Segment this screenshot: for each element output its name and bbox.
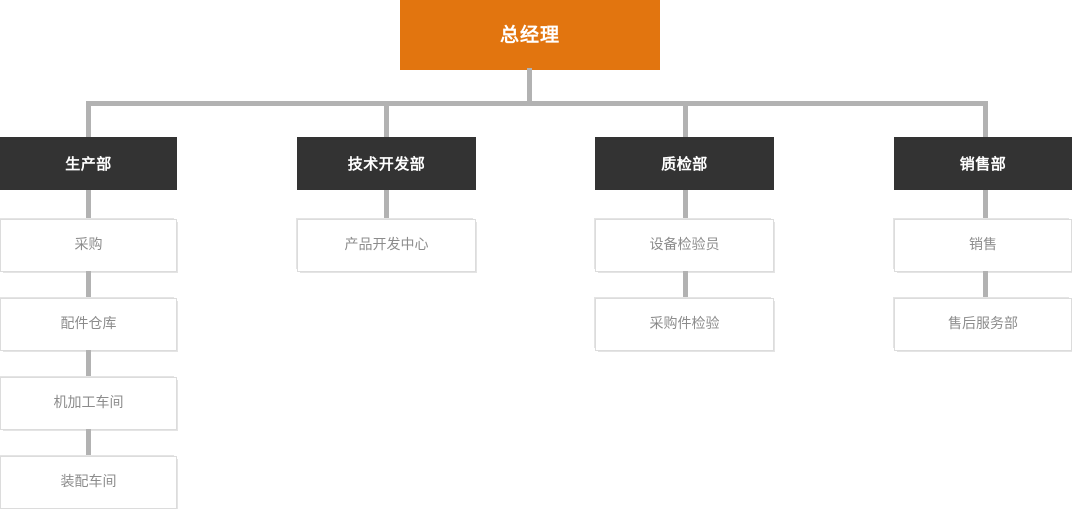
node-dept4-child-1-label: 销售 [969,237,997,254]
connector-drop-dept-3 [683,101,688,139]
connector-dept1-child1-to-child2 [86,271,91,300]
node-root-label: 总经理 [499,23,560,46]
node-dept3-child-2-label: 采购件检验 [649,316,720,333]
node-dept3-child-1-label: 设备检验员 [649,237,720,254]
node-dept2-child-1[interactable]: 产品开发中心 [297,219,476,272]
connector-dept3-to-child1 [683,190,688,220]
connector-dept4-child1-to-child2 [983,271,988,300]
connector-drop-dept-4 [983,101,988,139]
node-department-1[interactable]: 生产部 [0,137,177,190]
node-dept1-child-4-label: 装配车间 [60,474,117,491]
node-root-general-manager[interactable]: 总经理 [400,0,660,70]
node-dept1-child-4[interactable]: 装配车间 [0,456,177,509]
connector-dept3-child1-to-child2 [683,271,688,300]
connector-drop-dept-1 [86,101,91,139]
node-department-2-label: 技术开发部 [347,154,426,173]
node-department-1-label: 生产部 [65,154,112,173]
connector-dept1-to-child1 [86,190,91,220]
node-department-3-label: 质检部 [661,154,708,173]
node-dept1-child-3-label: 机加工车间 [53,395,124,412]
connector-horizontal-bus [86,101,988,106]
node-dept3-child-1[interactable]: 设备检验员 [595,219,774,272]
node-dept4-child-2-label: 售后服务部 [948,316,1018,333]
connector-dept1-child3-to-child4 [86,429,91,458]
node-dept4-child-2[interactable]: 售后服务部 [894,298,1072,351]
node-department-4[interactable]: 销售部 [894,137,1072,190]
connector-root-stem [527,68,532,103]
node-dept1-child-1[interactable]: 采购 [0,219,177,272]
node-dept1-child-2-label: 配件仓库 [60,316,117,333]
node-dept2-child-1-label: 产品开发中心 [344,237,429,254]
node-department-4-label: 销售部 [959,154,1007,173]
node-dept4-child-1[interactable]: 销售 [894,219,1072,272]
node-dept1-child-2[interactable]: 配件仓库 [0,298,177,351]
connector-dept2-to-child1 [384,190,389,220]
node-dept1-child-1-label: 采购 [74,237,103,254]
connector-dept4-to-child1 [983,190,988,220]
connector-dept1-child2-to-child3 [86,350,91,379]
node-dept1-child-3[interactable]: 机加工车间 [0,377,177,430]
node-department-3[interactable]: 质检部 [595,137,774,190]
connector-drop-dept-2 [384,101,389,139]
node-department-2[interactable]: 技术开发部 [297,137,476,190]
node-dept3-child-2[interactable]: 采购件检验 [595,298,774,351]
